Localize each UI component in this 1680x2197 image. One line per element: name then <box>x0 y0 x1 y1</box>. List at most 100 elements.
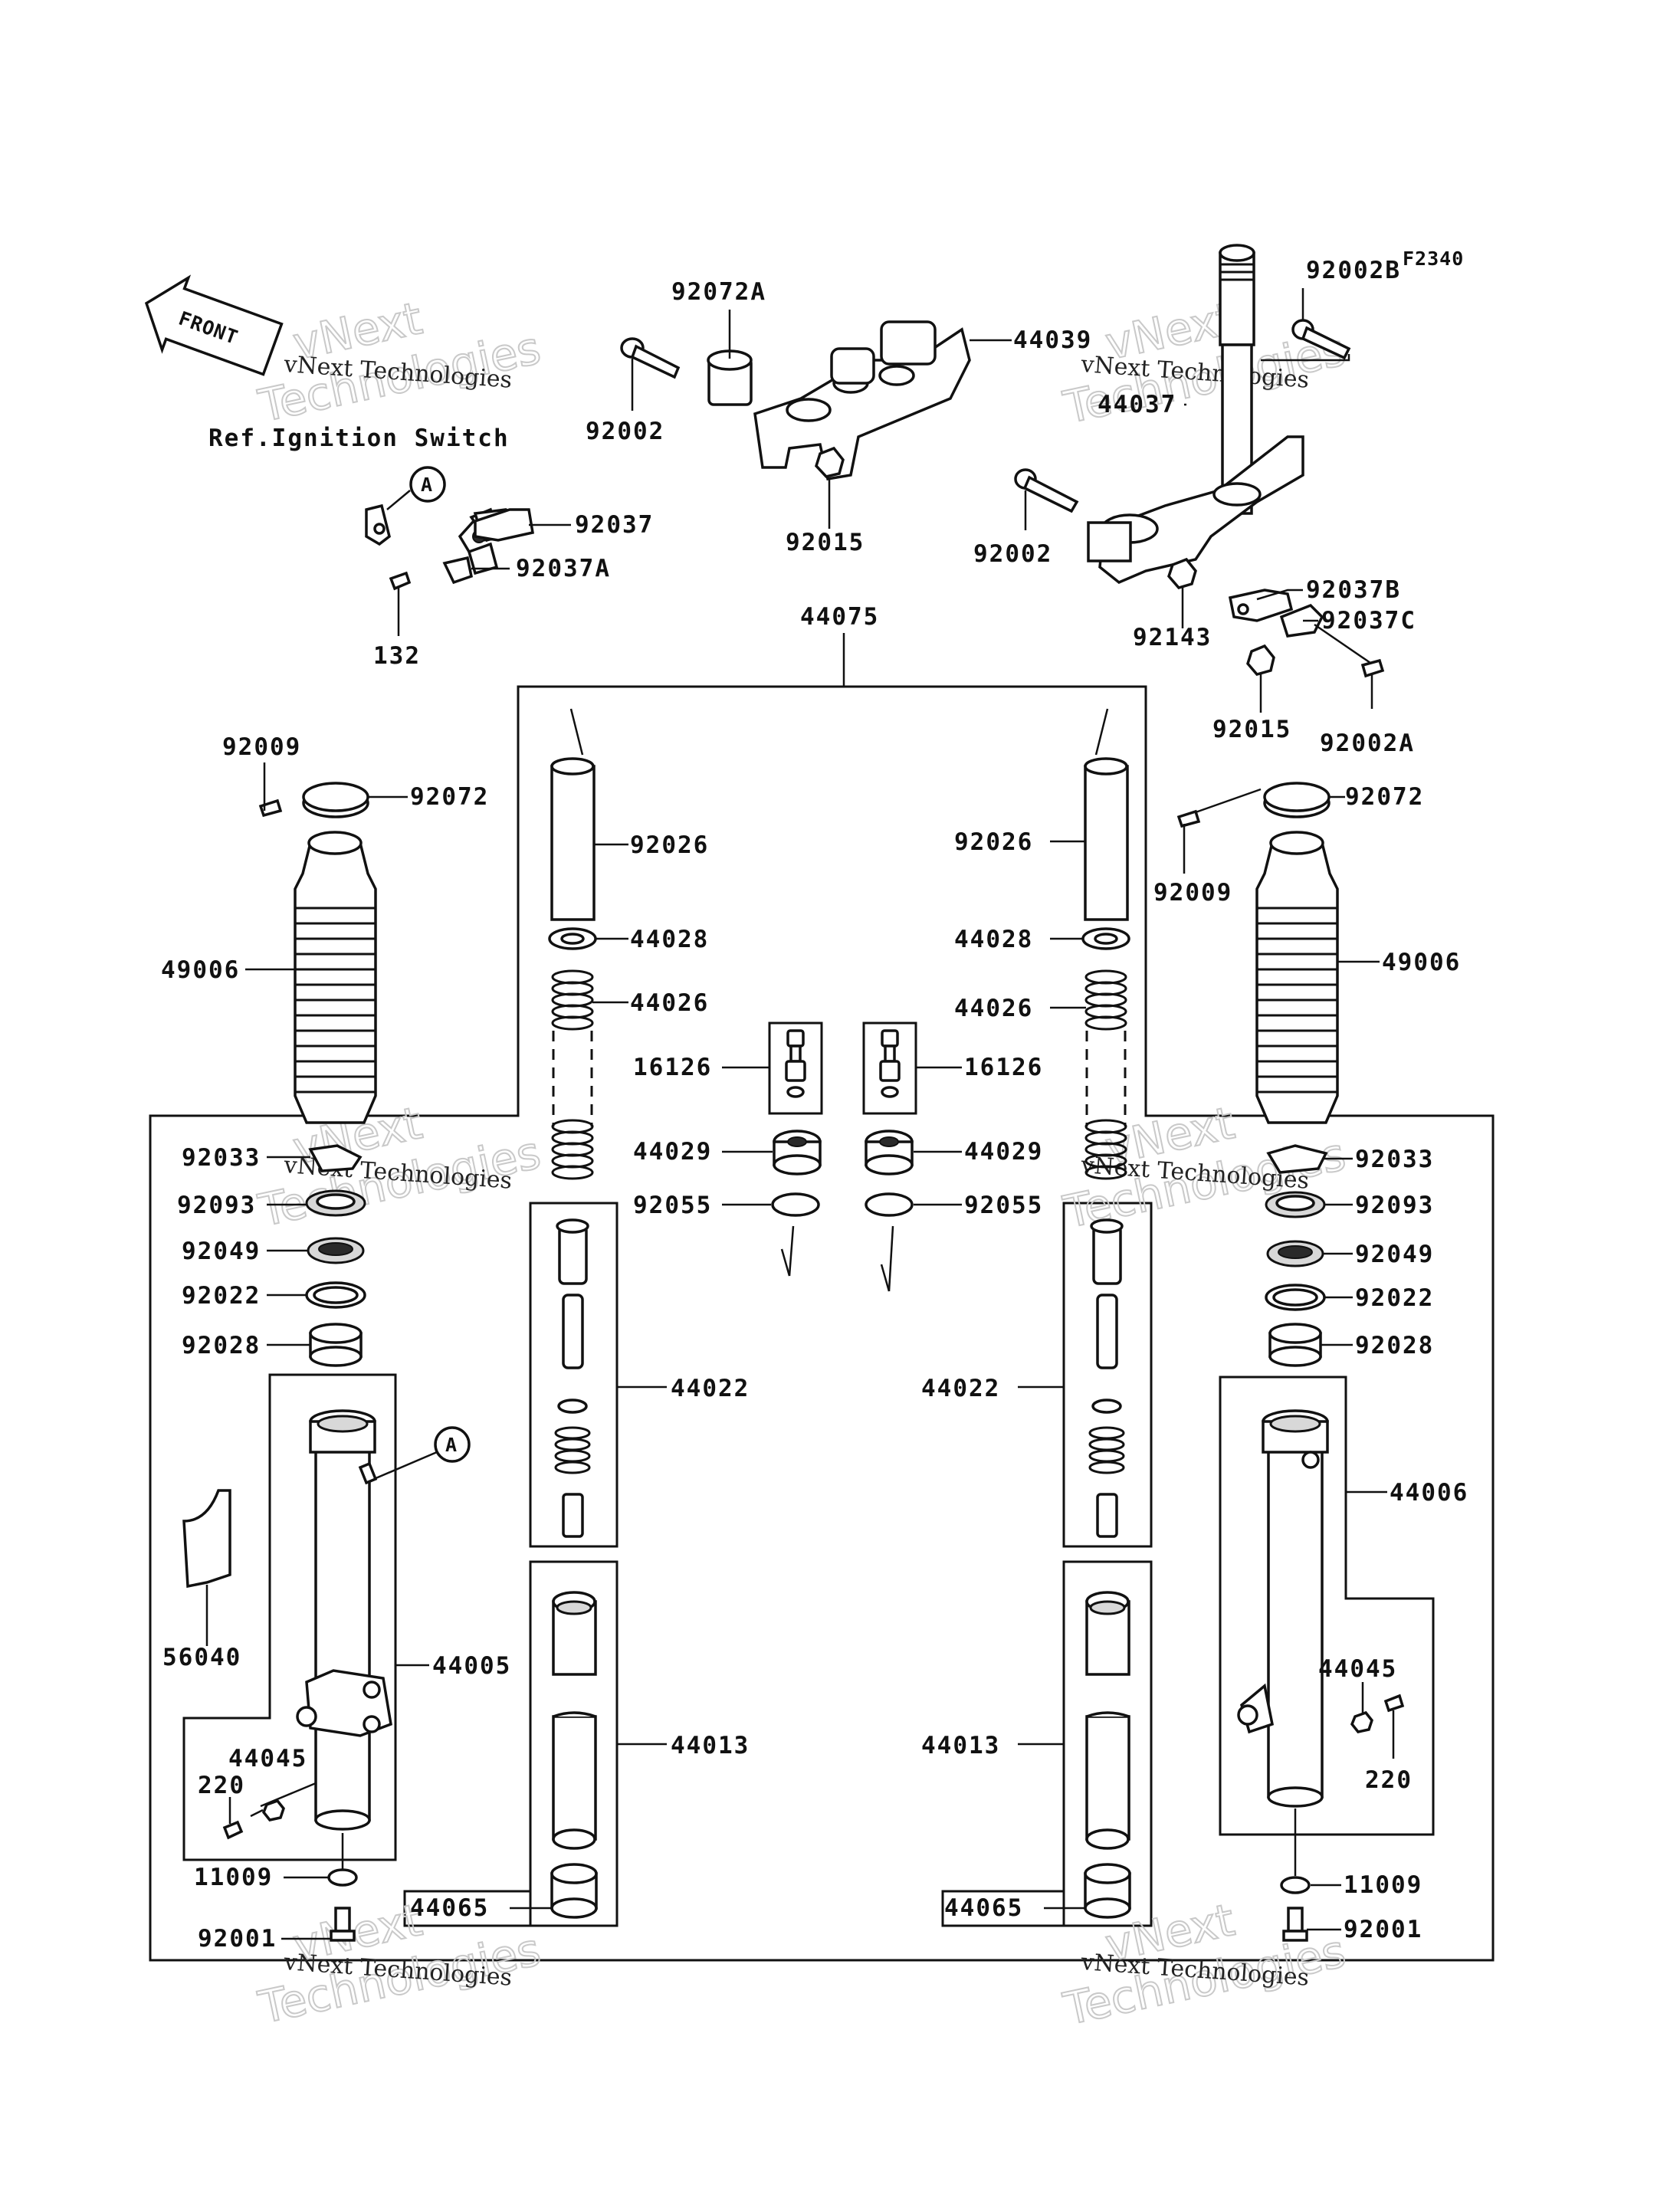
label-92026-left: 92026 <box>630 831 709 859</box>
label-44028-left: 44028 <box>630 926 709 953</box>
label-11009-right: 11009 <box>1344 1871 1422 1899</box>
label-92033-right: 92033 <box>1355 1146 1434 1173</box>
cap-44029-right <box>865 1130 914 1176</box>
label-92002-left: 92002 <box>586 418 664 445</box>
label-44037: 44037 <box>1098 391 1176 418</box>
bush-44065-right <box>1084 1863 1131 1919</box>
clip-92033-left <box>308 1144 363 1172</box>
bolt-220-left <box>222 1820 244 1840</box>
label-92026-right: 92026 <box>954 828 1033 856</box>
label-92022-right: 92022 <box>1355 1284 1434 1312</box>
label-92049-right: 92049 <box>1355 1241 1434 1268</box>
left-seal-stack <box>305 1144 366 1367</box>
reference-note: Ref.Ignition Switch <box>208 425 510 452</box>
label-44045-right: 44045 <box>1318 1655 1397 1683</box>
label-92072-right: 92072 <box>1345 783 1424 811</box>
label-11009-left: 11009 <box>194 1864 273 1891</box>
label-92001-right: 92001 <box>1344 1916 1422 1943</box>
bolt-92002-right <box>1014 468 1079 513</box>
bracket-92037A <box>442 556 474 585</box>
label-92002-right: 92002 <box>973 540 1052 568</box>
nut-92015-top <box>815 446 845 478</box>
label-44022-right: 44022 <box>921 1375 1000 1402</box>
label-92009-right: 92009 <box>1153 879 1232 907</box>
reflector-56040 <box>182 1489 231 1589</box>
label-92009-left: 92009 <box>222 733 301 761</box>
label-44006: 44006 <box>1390 1479 1468 1507</box>
label-44065-right: 44065 <box>944 1894 1023 1922</box>
label-44065-left: 44065 <box>410 1894 489 1922</box>
label-92055-right: 92055 <box>964 1192 1043 1219</box>
bracket-92037-part <box>474 508 534 542</box>
figure-code: F2340 <box>1403 248 1464 270</box>
label-44028-right: 44028 <box>954 926 1033 953</box>
label-92002B: 92002B <box>1306 257 1401 284</box>
label-220-left: 220 <box>198 1772 245 1799</box>
label-92001-left: 92001 <box>198 1925 277 1953</box>
steering-stem-44037 <box>1087 244 1304 585</box>
label-92072-left: 92072 <box>410 783 489 811</box>
label-44075: 44075 <box>800 603 879 631</box>
label-49006-left: 49006 <box>161 956 240 984</box>
label-44029-left: 44029 <box>633 1138 712 1166</box>
label-92002A: 92002A <box>1320 730 1415 757</box>
label-44026-right: 44026 <box>954 995 1033 1022</box>
outer-tube-44006-right <box>1237 1409 1329 1808</box>
plate-holder <box>365 503 391 546</box>
label-92028-right: 92028 <box>1355 1332 1434 1359</box>
screw-92002A <box>1360 658 1385 678</box>
spacer-92143 <box>1167 557 1197 589</box>
clamp-92072-left <box>302 782 369 818</box>
valve-16126-right <box>879 1029 901 1098</box>
washer-44045-left <box>261 1799 285 1822</box>
bolt-92001-left <box>330 1907 356 1942</box>
tube-44013-right <box>1085 1591 1130 1850</box>
nut-92015-right <box>1246 644 1275 676</box>
bolt-92002-left <box>620 337 681 379</box>
right-inner-column <box>1050 708 1130 1180</box>
label-44026-left: 44026 <box>630 989 709 1017</box>
bush-44065-left <box>550 1863 598 1919</box>
label-92037A: 92037A <box>516 555 611 582</box>
callout-A-top: A <box>409 466 446 503</box>
oring-92055-right <box>865 1192 914 1217</box>
rubber-boot-49006-right <box>1255 831 1339 1124</box>
oring-92055-left <box>771 1192 820 1217</box>
label-44039: 44039 <box>1013 326 1092 354</box>
bracket-92037B <box>1228 589 1294 622</box>
label-132: 132 <box>373 642 421 670</box>
label-92143: 92143 <box>1133 624 1212 651</box>
screw-132 <box>389 571 412 591</box>
svg-text:A: A <box>445 1434 458 1456</box>
left-inner-column <box>548 708 628 1180</box>
label-92055-left: 92055 <box>633 1192 712 1219</box>
label-44029-right: 44029 <box>964 1138 1043 1166</box>
label-44022-left: 44022 <box>671 1375 750 1402</box>
screw-92009-left <box>258 798 283 818</box>
label-49006-right: 49006 <box>1382 949 1461 976</box>
label-16126-left: 16126 <box>633 1054 712 1081</box>
label-92093-right: 92093 <box>1355 1192 1434 1219</box>
label-16126-right: 16126 <box>964 1054 1043 1081</box>
label-92028-left: 92028 <box>182 1332 261 1359</box>
upper-bracket-44039 <box>753 320 971 480</box>
outer-tube-44005-left <box>296 1409 392 1831</box>
callout-A-fork: A <box>434 1426 471 1463</box>
valve-16126-left <box>785 1029 806 1098</box>
label-92015-right: 92015 <box>1212 716 1291 743</box>
label-92037C: 92037C <box>1321 607 1416 635</box>
clamp-92072-right <box>1263 782 1331 818</box>
label-92022-left: 92022 <box>182 1282 261 1310</box>
label-44005: 44005 <box>432 1652 511 1680</box>
bracket-92037C <box>1279 603 1324 638</box>
label-56040: 56040 <box>162 1644 241 1671</box>
rubber-boot-49006-left <box>294 831 377 1124</box>
tube-44013-left <box>552 1591 597 1850</box>
label-44045-left: 44045 <box>228 1745 307 1772</box>
label-92093-left: 92093 <box>177 1192 256 1219</box>
label-92037B: 92037B <box>1306 576 1401 604</box>
cap-44029-left <box>773 1130 822 1176</box>
svg-text:A: A <box>421 474 433 496</box>
